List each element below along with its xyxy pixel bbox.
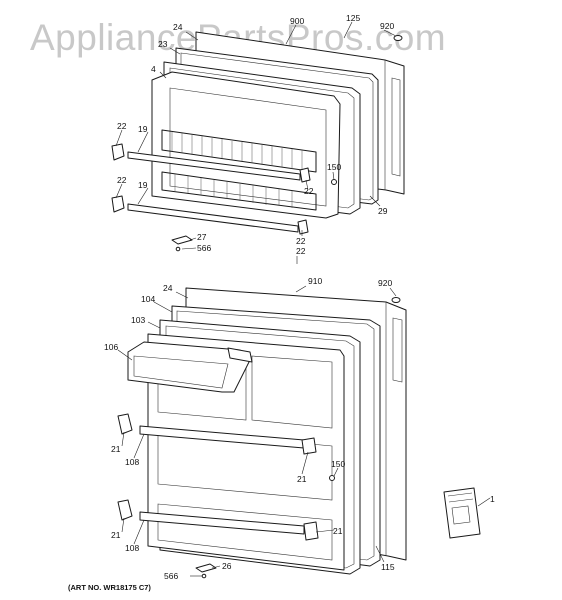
callout-125: 125: [346, 13, 360, 23]
callout-104: 104: [141, 294, 155, 304]
callout-19-b: 19: [138, 180, 148, 190]
callout-24-top: 24: [173, 22, 183, 32]
dairy-door-hinge: [227, 347, 253, 363]
fresh-food-leaders: [117, 256, 491, 577]
callout-103: 103: [131, 315, 145, 325]
callout-108-b: 108: [125, 543, 139, 553]
callout-21-d: 21: [333, 526, 343, 536]
callout-566-bottom: 566: [164, 571, 178, 581]
freezer-door-bin-body: [151, 71, 341, 219]
freezer-upper-shelf: [161, 129, 317, 173]
callout-27: 27: [197, 232, 207, 242]
callout-23: 23: [158, 39, 168, 49]
freezer-bar-endcap-right-upper: [299, 167, 311, 183]
freezer-door-stop: [171, 235, 193, 245]
freezer-shelf-bar-upper: [127, 151, 301, 181]
callout-21-c: 21: [111, 530, 121, 540]
callout-21-a: 21: [111, 444, 121, 454]
callout-24-bottom: 24: [163, 283, 173, 293]
freezer-stop-screw: [175, 246, 181, 252]
callout-106: 106: [104, 342, 118, 352]
callout-108-a: 108: [125, 457, 139, 467]
freezer-lower-shelf: [161, 171, 317, 211]
freezer-door-handle-recess: [391, 77, 401, 177]
callout-1: 1: [490, 494, 495, 504]
freezer-plug: [393, 35, 403, 41]
callout-150-top: 150: [327, 162, 341, 172]
fresh-food-callouts: 22 910 24 920 104 103 106 21 108 150 21 …: [104, 246, 495, 581]
callout-566-top: 566: [197, 243, 211, 253]
callout-115: 115: [381, 562, 395, 572]
freezer-bar-endcap-left-lower: [111, 195, 125, 213]
fresh-food-door-assembly: [117, 287, 407, 579]
owner-manual: [443, 487, 481, 539]
callout-22-bottom: 22: [296, 246, 306, 256]
callout-22-a: 22: [117, 121, 127, 131]
fresh-food-hinge-pin: [329, 475, 335, 481]
freezer-callouts: 24 900 125 920 23 4 22 19 150 22 22 19 2…: [117, 13, 394, 253]
fresh-food-endcap-left-lower: [117, 499, 133, 521]
callout-920-top: 920: [380, 21, 394, 31]
callout-900: 900: [290, 16, 304, 26]
callout-22-c: 22: [117, 175, 127, 185]
fresh-food-door-stop: [195, 563, 217, 573]
fresh-food-endcap-right-lower: [303, 521, 319, 541]
freezer-bar-endcap-right-lower: [297, 219, 309, 235]
callout-22-d: 22: [296, 236, 306, 246]
callout-920-bottom: 920: [378, 278, 392, 288]
callout-29: 29: [378, 206, 388, 216]
fresh-food-handle-recess: [392, 317, 403, 383]
callout-4: 4: [151, 64, 156, 74]
freezer-hinge-pin: [331, 179, 337, 185]
fresh-food-plug: [391, 297, 401, 303]
fresh-food-endcap-right-upper: [301, 437, 317, 455]
fresh-food-stop-screw: [201, 573, 207, 579]
fresh-food-endcap-left-upper: [117, 413, 133, 435]
freezer-shelf-bar-lower: [127, 203, 299, 233]
fresh-food-door-bin-body: [147, 333, 345, 571]
callout-21-b: 21: [297, 474, 307, 484]
freezer-bar-endcap-left-upper: [111, 143, 125, 161]
fresh-food-shelf-bar-lower: [139, 511, 305, 535]
callout-910: 910: [308, 276, 322, 286]
callout-22-b: 22: [304, 186, 314, 196]
callout-150-bottom: 150: [331, 459, 345, 469]
art-number-caption: (ART NO. WR18175 C7): [68, 583, 151, 592]
freezer-door-assembly: [111, 31, 405, 252]
callout-19-a: 19: [138, 124, 148, 134]
freezer-leaders: [115, 21, 397, 250]
callout-26: 26: [222, 561, 232, 571]
